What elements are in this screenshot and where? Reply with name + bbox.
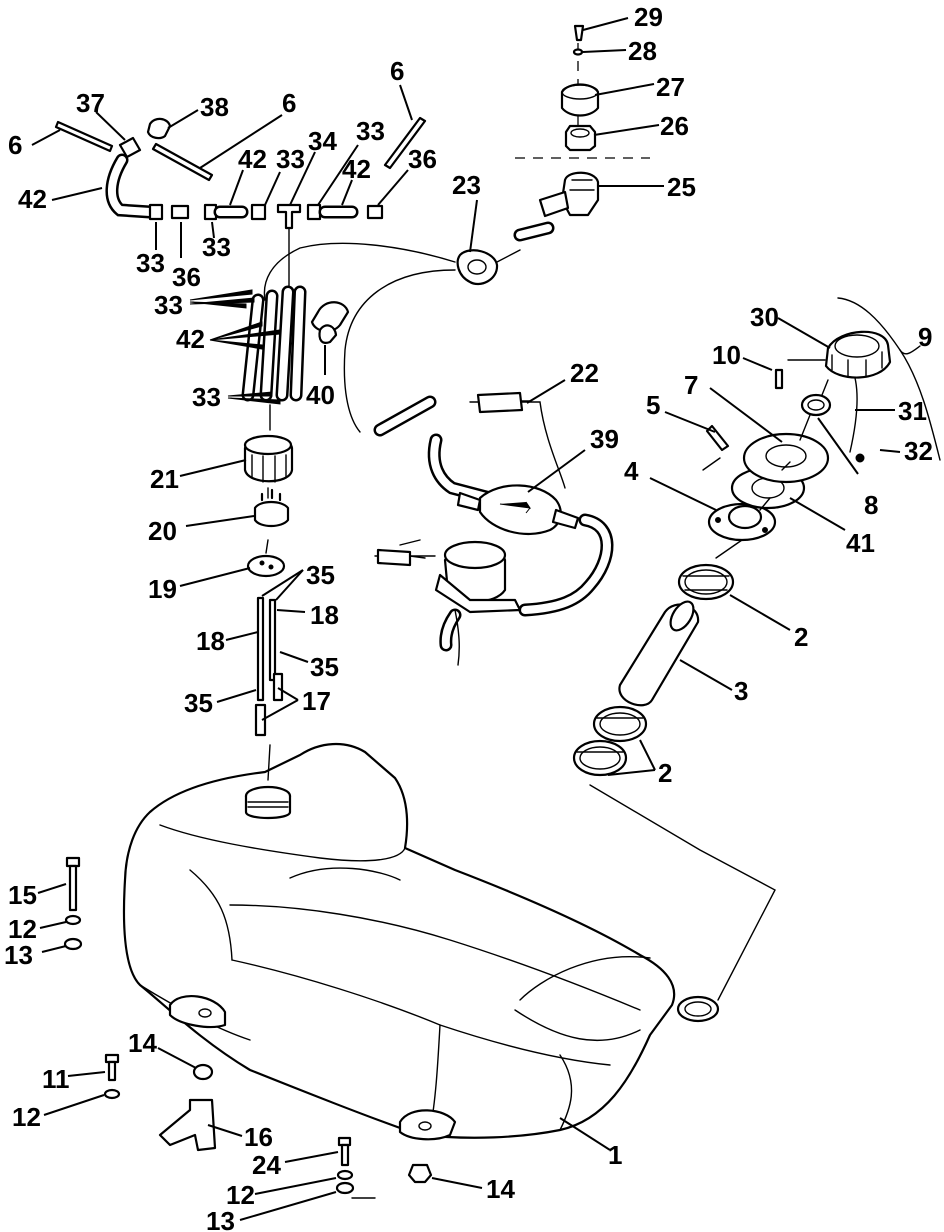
callout-31: 31: [898, 396, 927, 426]
vent-knob: [560, 83, 600, 117]
mounting-hardware: [63, 856, 433, 1199]
fuel-tank: [122, 742, 720, 1141]
callout-33-bundle-bottom: 33: [192, 382, 221, 412]
callout-20: 20: [148, 516, 177, 546]
callout-7: 7: [684, 370, 698, 400]
callout-42-left: 42: [18, 184, 47, 214]
callout-29: 29: [634, 2, 663, 32]
callout-33-upper-right: 33: [356, 116, 385, 146]
callout-26: 26: [660, 111, 689, 141]
callout-17: 17: [302, 686, 331, 716]
callout-6-middle: 6: [282, 88, 296, 118]
callout-38: 38: [200, 92, 229, 122]
callout-10: 10: [712, 340, 741, 370]
hose-clip: [310, 301, 350, 333]
callout-6-right: 6: [390, 56, 404, 86]
callout-32: 32: [904, 436, 933, 466]
callout-34: 34: [308, 126, 337, 156]
callout-36-lower: 36: [172, 262, 201, 292]
vent-manifold: [54, 116, 427, 431]
callout-22: 22: [570, 358, 599, 388]
callout-12-bottom: 12: [226, 1180, 255, 1210]
callout-28: 28: [628, 36, 657, 66]
fuel-pump: [376, 540, 522, 614]
callout-33-bundle-top: 33: [154, 290, 183, 320]
callout-9: 9: [918, 322, 932, 352]
callout-42-right: 42: [342, 154, 371, 184]
callout-2-upper: 2: [794, 622, 808, 652]
callout-27: 27: [656, 72, 685, 102]
callout-35-top: 35: [306, 560, 335, 590]
fuel-sender: [243, 434, 294, 737]
callout-5: 5: [646, 390, 660, 420]
leader-lines: [31, 17, 941, 1221]
callout-14-left: 14: [128, 1028, 157, 1058]
callout-39: 39: [590, 424, 619, 454]
fuel-lines: [263, 221, 614, 666]
callout-18-right: 18: [310, 600, 339, 630]
callout-14-bottom: 14: [486, 1174, 515, 1204]
primer-bulb: [456, 484, 580, 536]
fuel-cap: [824, 330, 892, 379]
callout-35-right: 35: [310, 652, 339, 682]
callout-21: 21: [150, 464, 179, 494]
callout-3: 3: [734, 676, 748, 706]
callout-35-left: 35: [184, 688, 213, 718]
callout-13-bottom: 13: [206, 1206, 235, 1232]
assembly-guide-lines: [265, 359, 829, 1001]
callout-42-bundle: 42: [176, 324, 205, 354]
callout-1: 1: [608, 1140, 622, 1170]
callout-11: 11: [42, 1064, 70, 1094]
callout-24: 24: [252, 1150, 281, 1180]
callout-33-lower: 33: [202, 232, 231, 262]
callout-18-left: 18: [196, 626, 225, 656]
inline-fuel-filter: [469, 391, 531, 414]
tank-vent-fittings: [456, 24, 650, 286]
callout-15: 15: [8, 880, 37, 910]
callout-36-right: 36: [408, 144, 437, 174]
callout-labels: 29 28 27 26 25 23 6 37 38 6 6 42 42 33 3…: [4, 2, 933, 1232]
callout-42-upper: 42: [238, 144, 267, 174]
callout-40: 40: [306, 380, 335, 410]
callout-16: 16: [244, 1122, 273, 1152]
callout-19: 19: [148, 574, 177, 604]
callout-37: 37: [76, 88, 105, 118]
bulkhead-fitting: [456, 249, 499, 286]
vent-valve: [560, 171, 600, 217]
callout-12-lower-left: 12: [12, 1102, 41, 1132]
callout-33-upper: 33: [276, 144, 305, 174]
callout-6-left: 6: [8, 130, 22, 160]
callout-23: 23: [452, 170, 481, 200]
callout-41: 41: [846, 528, 875, 558]
callout-2-lower: 2: [658, 758, 672, 788]
mounting-bracket: [158, 1098, 217, 1152]
callout-25: 25: [667, 172, 696, 202]
callout-30: 30: [750, 302, 779, 332]
callout-33-lower-left: 33: [136, 248, 165, 278]
callout-12-left: 12: [8, 914, 37, 944]
filler-assembly: [572, 330, 892, 777]
callout-13-left: 13: [4, 940, 33, 970]
callout-8: 8: [864, 490, 878, 520]
callout-4: 4: [624, 456, 639, 486]
nut: [564, 124, 597, 152]
